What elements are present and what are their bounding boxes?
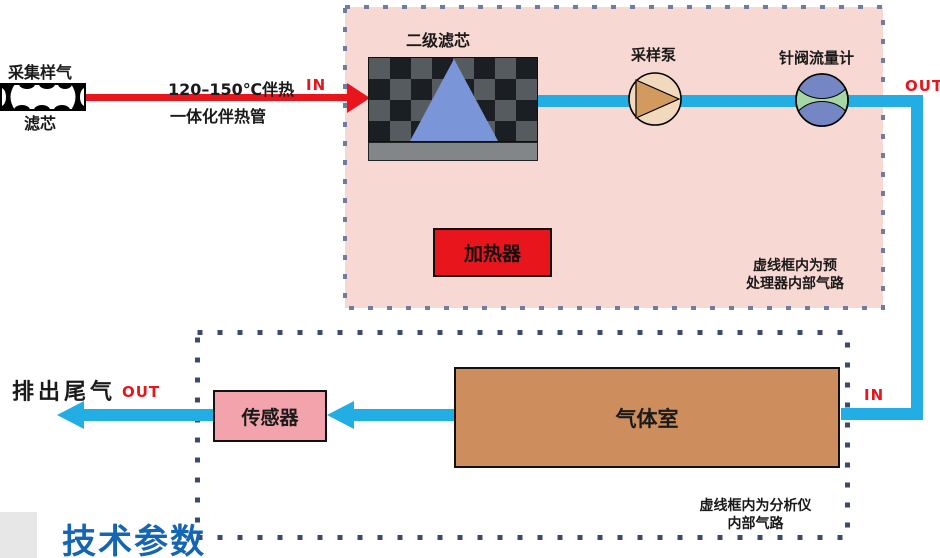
arrowhead-to-sensor (327, 401, 354, 429)
sidebar-block (0, 512, 37, 558)
preprocessor-note-line1: 虚线框内为预 (753, 258, 837, 274)
inlet-temp-label: 120–150℃伴热 (168, 80, 295, 99)
secondary-filter-label: 二级滤芯 (406, 31, 471, 50)
gas-chamber-label: 气体室 (615, 406, 679, 431)
arrowhead-inlet (347, 83, 370, 113)
out-label-preprocessor: OUT (905, 77, 940, 95)
pump-label: 采样泵 (631, 46, 677, 64)
pipe-sensor-to-exhaust (84, 409, 213, 421)
arrowhead-exhaust (57, 401, 84, 429)
out-label-exhaust: OUT (122, 383, 161, 401)
filter-element-triangle (410, 59, 498, 141)
pipe-down-right (911, 95, 923, 420)
pipe-preprocessor-out (538, 95, 923, 107)
source-gas-label: 采集样气 (8, 63, 73, 82)
preprocessor-note: 虚线框内为预 处理器内部气路 (715, 258, 875, 293)
section-title: 技术参数 (62, 522, 206, 558)
flowmeter-label: 针阀流量计 (779, 49, 855, 67)
analyzer-note-line1: 虚线框内为分析仪 (699, 498, 812, 514)
exhaust-label: 排出尾气 (12, 380, 117, 405)
inlet-pipe-label: 一体化伴热管 (170, 107, 267, 126)
secondary-filter-base (368, 142, 538, 161)
sensor-label: 传感器 (241, 406, 299, 429)
heated-inlet-line (85, 94, 348, 101)
pipe-analyzer-in (841, 408, 923, 420)
analyzer-note: 虚线框内为分析仪 内部气路 (663, 498, 848, 533)
in-label-analyzer: IN (864, 386, 885, 404)
needle-valve-flowmeter-icon (795, 73, 849, 127)
pipe-chamber-to-sensor (352, 409, 454, 421)
gas-chamber-box: 气体室 (454, 367, 840, 468)
source-filter-label: 滤芯 (24, 114, 57, 133)
sensor-box: 传感器 (213, 390, 327, 442)
sample-pump-icon (628, 72, 682, 126)
analyzer-note-line2: 内部气路 (727, 515, 784, 532)
heater-box: 加热器 (433, 228, 552, 277)
preprocessor-note-line2: 处理器内部气路 (746, 275, 844, 292)
secondary-filter-icon (368, 57, 538, 142)
in-label-preprocessor: IN (306, 76, 327, 94)
heater-label: 加热器 (463, 243, 521, 265)
filter-cartridge-icon (0, 83, 86, 111)
analyzer-box (195, 330, 850, 540)
